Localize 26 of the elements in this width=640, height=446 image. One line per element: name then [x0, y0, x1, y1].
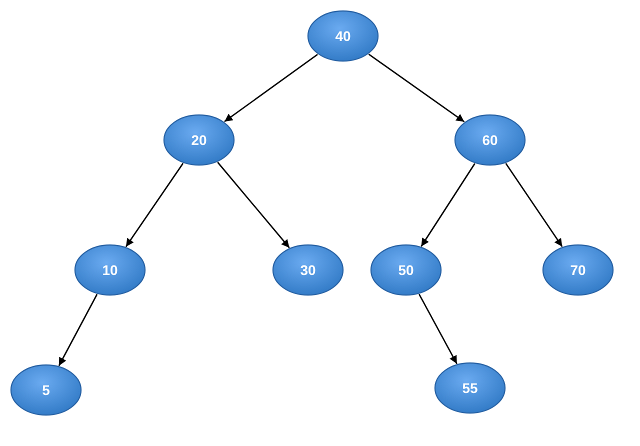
node-label: 20: [190, 131, 208, 150]
node-label: 60: [481, 131, 499, 150]
node-label: 70: [569, 261, 587, 280]
arrow: [58, 294, 98, 366]
node-ellipse: [10, 364, 82, 416]
arrow: [217, 162, 290, 248]
arrow: [368, 54, 465, 122]
node-ellipse: [307, 10, 379, 62]
node-label: 50: [397, 261, 415, 280]
node-ellipse: [163, 114, 235, 166]
arrow: [125, 162, 184, 248]
node-label: 55: [461, 379, 479, 398]
node-label: 40: [334, 27, 352, 46]
arrow: [224, 54, 318, 122]
node-ellipse: [74, 244, 146, 296]
arrow: [420, 163, 476, 247]
arrow: [418, 294, 458, 364]
node-label: 10: [101, 261, 119, 280]
node-label: 30: [299, 261, 317, 280]
node-ellipse: [370, 244, 442, 296]
node-ellipse: [454, 114, 526, 166]
arrow: [505, 162, 563, 248]
node-ellipse: [434, 362, 506, 414]
node-ellipse: [542, 244, 614, 296]
node-ellipse: [272, 244, 344, 296]
node-label: 5: [41, 381, 51, 400]
